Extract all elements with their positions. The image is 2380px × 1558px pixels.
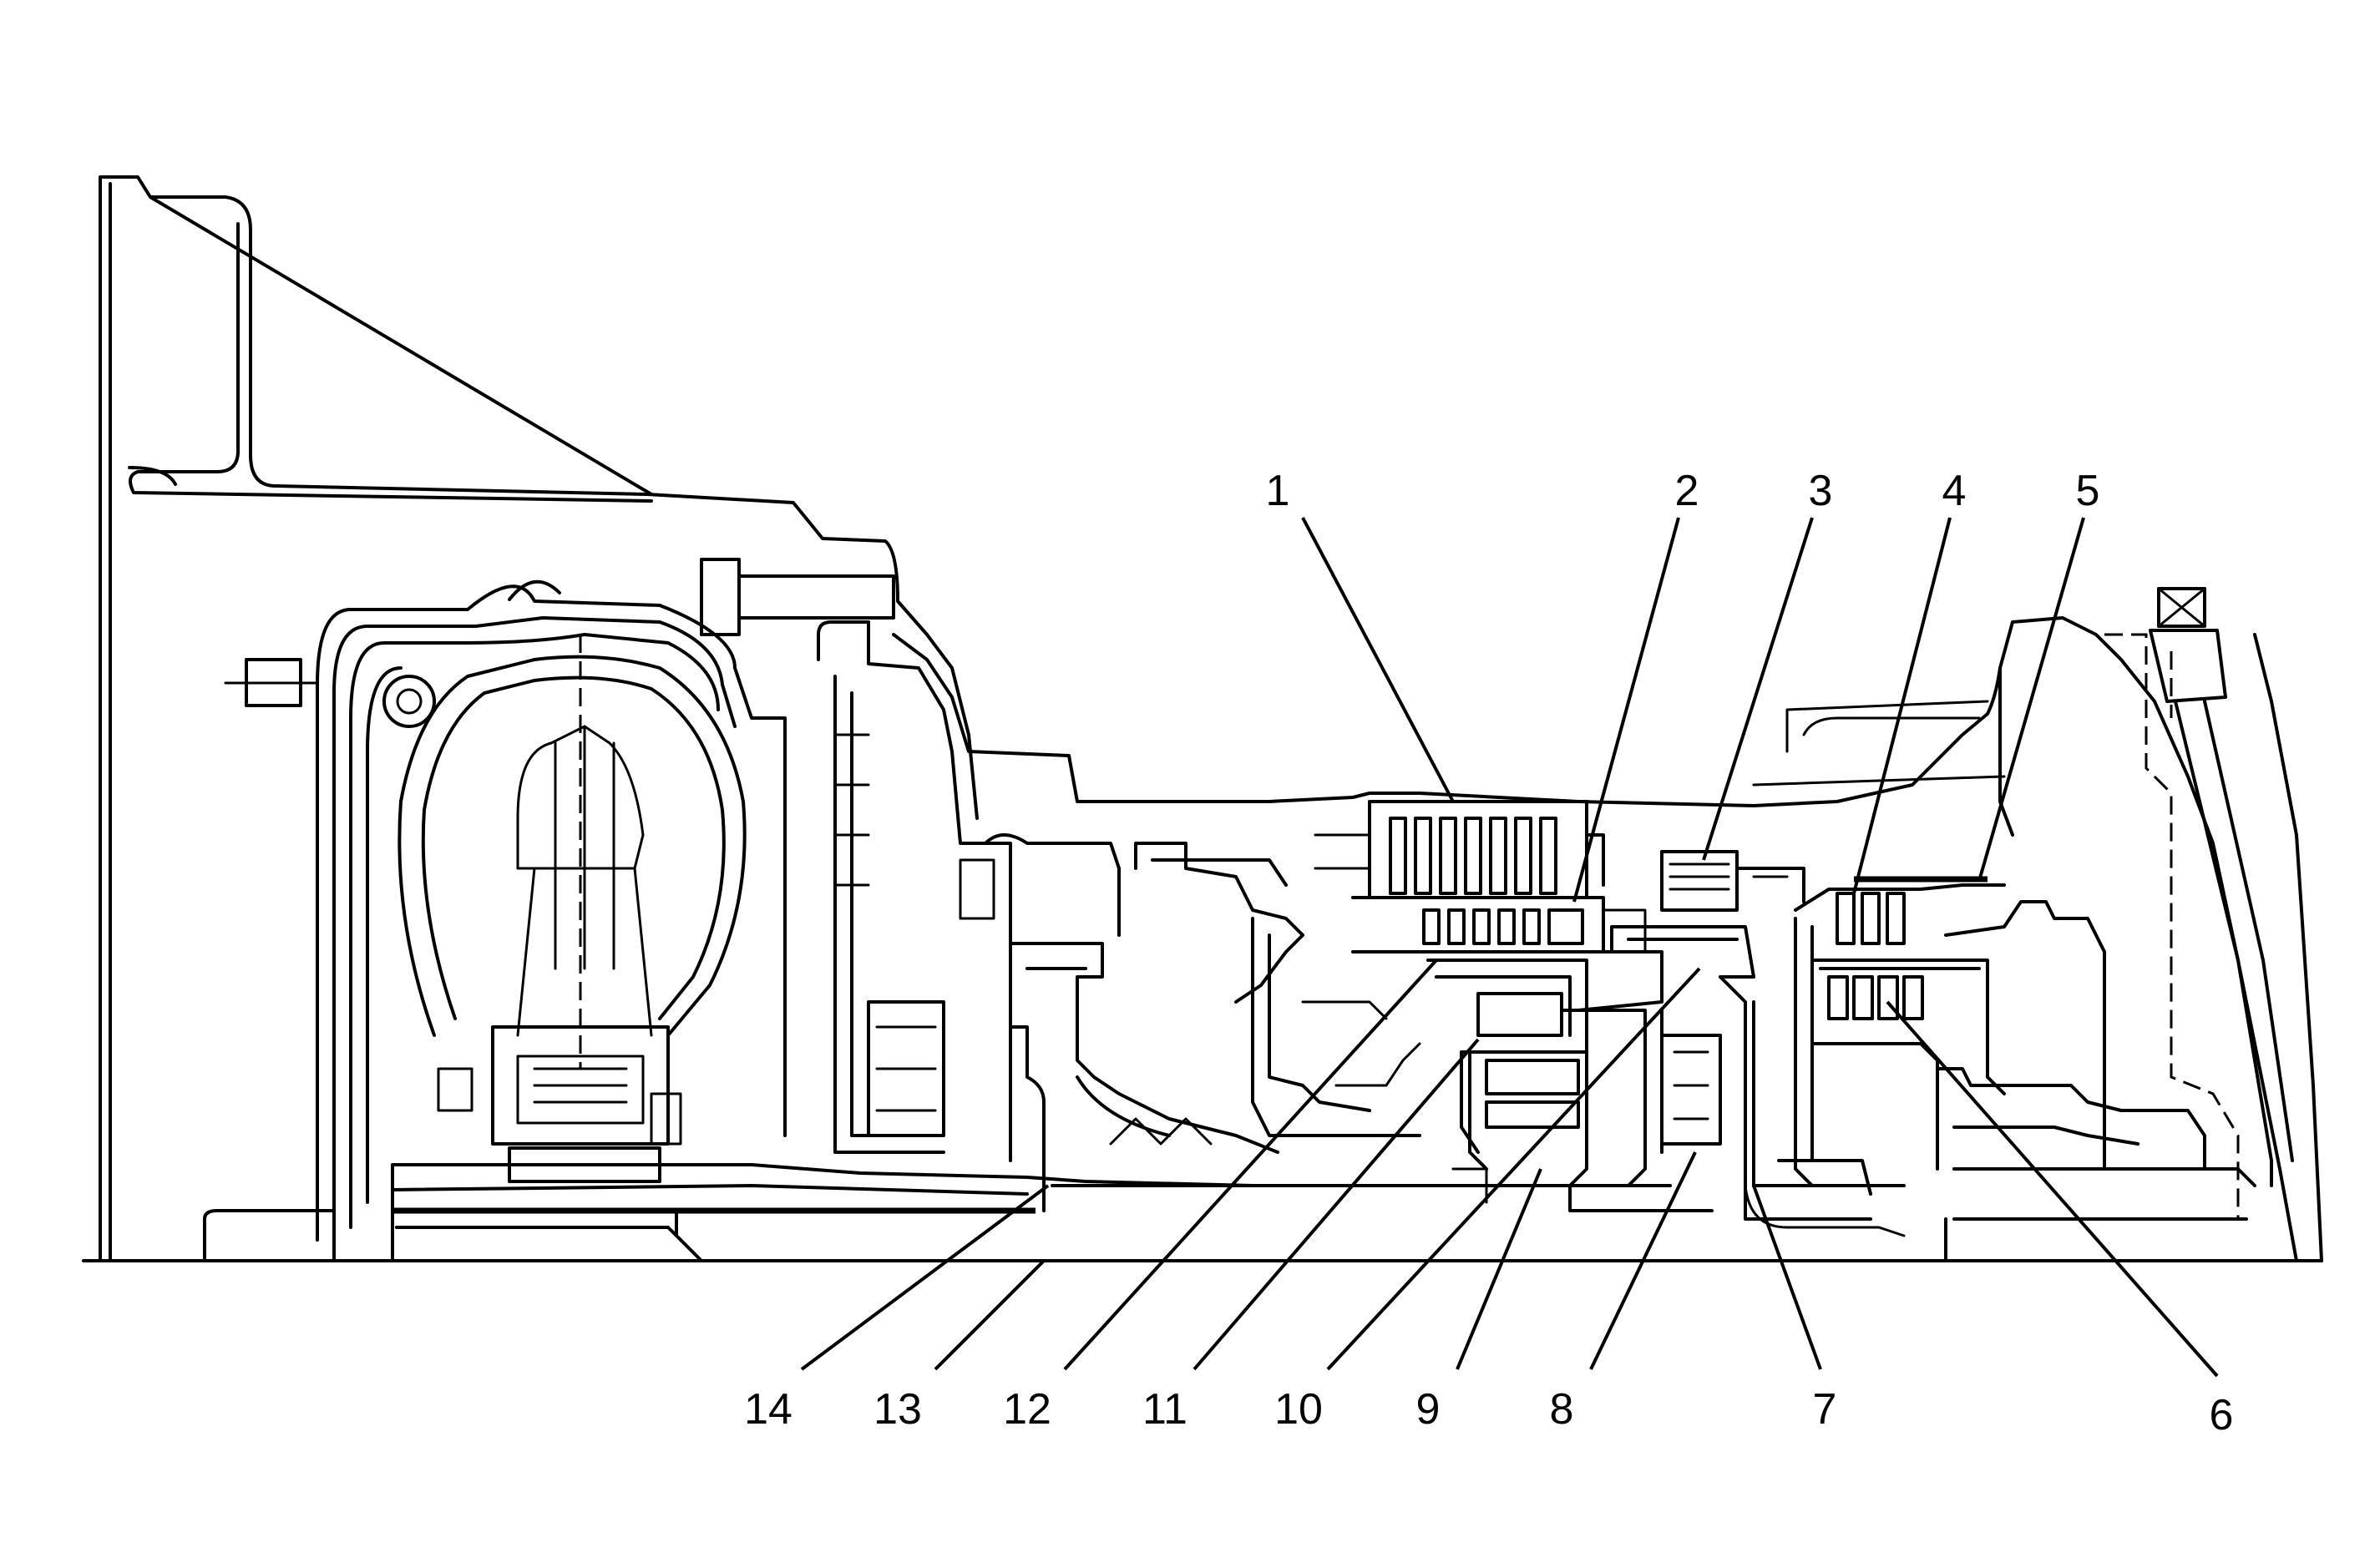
case-housing bbox=[892, 616, 2298, 1262]
clutch-pack-rear bbox=[1794, 876, 2106, 1187]
clutch-drum bbox=[1426, 959, 1588, 1204]
clutch-pack-2 bbox=[1351, 896, 1647, 954]
speed-sensor bbox=[2149, 587, 2323, 1262]
callout-4: 4 bbox=[1942, 467, 1967, 515]
planetary-gearset bbox=[1560, 925, 1906, 1237]
callout-12: 12 bbox=[1003, 1385, 1051, 1434]
callout-3: 3 bbox=[1809, 467, 1833, 515]
callout-6: 6 bbox=[2210, 1391, 2234, 1439]
callout-1: 1 bbox=[1266, 467, 1290, 515]
callout-11: 11 bbox=[1142, 1385, 1187, 1434]
torque-converter bbox=[224, 558, 895, 1246]
callout-5: 5 bbox=[2076, 467, 2100, 515]
callout-2: 2 bbox=[1675, 467, 1699, 515]
input-shaft bbox=[203, 1163, 1672, 1262]
extension-housing bbox=[1936, 633, 2256, 1262]
band-assembly bbox=[1660, 850, 1805, 912]
callout-10: 10 bbox=[1274, 1385, 1323, 1434]
callout-9: 9 bbox=[1416, 1385, 1441, 1434]
callout-14: 14 bbox=[744, 1385, 792, 1434]
clutch-pack-1 bbox=[1314, 800, 1605, 899]
callout-7: 7 bbox=[1813, 1385, 1837, 1434]
leader-lines bbox=[800, 517, 2219, 1378]
callout-8: 8 bbox=[1550, 1385, 1574, 1434]
pump-body bbox=[817, 620, 1121, 1162]
callout-13: 13 bbox=[874, 1385, 922, 1434]
bell-housing bbox=[99, 175, 979, 1262]
intermediate-case bbox=[1009, 842, 1455, 1212]
